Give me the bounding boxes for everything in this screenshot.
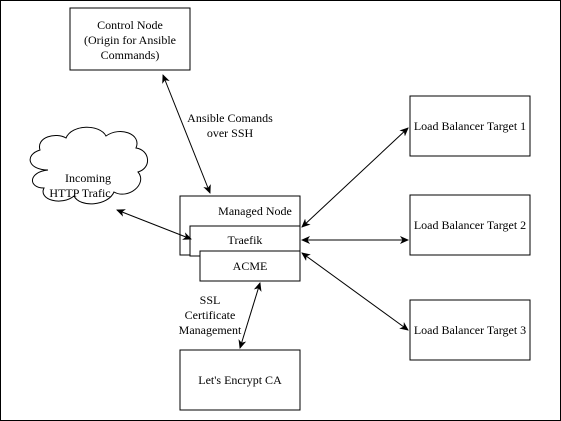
ssl-edge-label: SSL Certificate Management: [179, 293, 242, 337]
control-node-line-2: (Origin for Ansible: [84, 33, 176, 47]
edge-control-to-managed: [162, 74, 211, 194]
ansible-edge-label: Ansible Comands over SSH: [187, 111, 273, 140]
lb-target-2: Load Balancer Target 2: [409, 194, 531, 256]
acme-label: ACME: [233, 259, 268, 273]
ssl-label-line-2: Certificate: [185, 308, 236, 322]
lets-encrypt-label: Let's Encrypt CA: [198, 373, 282, 387]
acme-node: ACME: [199, 250, 301, 282]
cloud-shape: [29, 126, 148, 205]
managed-node-label: Managed Node: [218, 204, 292, 218]
lets-encrypt-node: Let's Encrypt CA: [179, 349, 301, 411]
lb-target-3-box: [409, 299, 531, 361]
edge-acme-to-letsencrypt: [238, 282, 262, 349]
ansible-label-line-2: over SSH: [207, 126, 254, 140]
control-node-line-1: Control Node: [97, 18, 163, 32]
ssl-label-line-3: Management: [179, 323, 242, 337]
lets-encrypt-box: [179, 349, 301, 411]
control-node-line-3: Commands): [101, 48, 160, 62]
http-traffic-cloud: Incoming HTTP Trafic: [29, 126, 148, 205]
acme-box: [199, 250, 301, 282]
control-node: Control Node (Origin for Ansible Command…: [69, 7, 191, 71]
lb-target-1-box: [409, 95, 531, 157]
ansible-label-line-1: Ansible Comands: [187, 111, 273, 125]
edge-traefik-to-lb3: [301, 252, 409, 331]
lb-target-1: Load Balancer Target 1: [409, 95, 531, 157]
lb-target-1-label: Load Balancer Target 1: [414, 119, 526, 133]
control-node-box: [69, 7, 191, 71]
ssl-label-line-1: SSL: [200, 293, 221, 307]
edge-traefik-to-lb1: [301, 127, 409, 228]
traefik-label: Traefik: [228, 233, 263, 247]
cloud-line-1: Incoming: [65, 171, 111, 185]
edge-cloud-to-traefik: [116, 209, 192, 240]
lb-target-3-label: Load Balancer Target 3: [414, 323, 526, 337]
lb-target-2-box: [409, 194, 531, 256]
cloud-line-2: HTTP Trafic: [49, 186, 110, 200]
lb-target-3: Load Balancer Target 3: [409, 299, 531, 361]
lb-target-2-label: Load Balancer Target 2: [414, 218, 526, 232]
